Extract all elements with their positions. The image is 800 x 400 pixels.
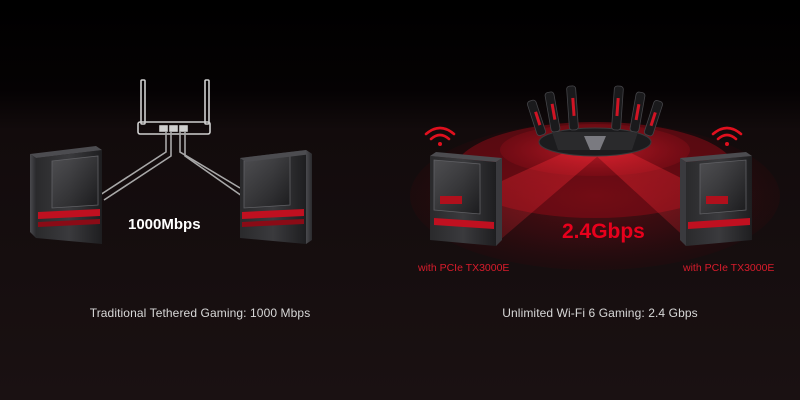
wifi-signal-icon [424,126,456,146]
wired-gaming-panel: 1000Mbps Traditional Tethered Gaming: 10… [30,79,312,320]
pcie-card-label-right: with PCIe TX3000E [683,262,775,274]
wifi6-gaming-panel: 2.4Gbps with PCIe TX3000E with PCIe TX30… [400,0,800,400]
wireless-router-icon [527,85,663,157]
gaming-pc-icon [30,146,102,244]
wifi-signal-icon [711,126,743,146]
wifi6-setup-illustration [410,85,780,270]
gaming-pc-icon [430,152,502,246]
pcie-card-label-left: with PCIe TX3000E [418,262,510,274]
gaming-pc-icon [240,150,312,244]
wifi6-caption: Unlimited Wi-Fi 6 Gaming: 2.4 Gbps [502,306,698,320]
gaming-pc-icon [680,152,752,246]
wifi-speed-label: 2.4Gbps [562,220,645,243]
wired-caption: Traditional Tethered Gaming: 1000 Mbps [89,306,311,320]
wired-setup-illustration [30,79,312,244]
router-icon [137,79,211,135]
ethernet-cable-icon [99,131,243,201]
wired-speed-label: 1000Mbps [128,216,201,233]
